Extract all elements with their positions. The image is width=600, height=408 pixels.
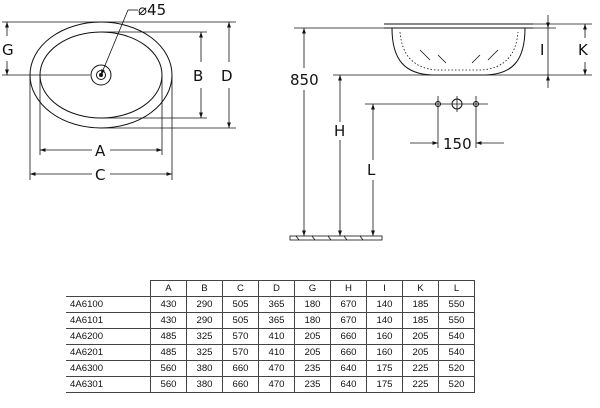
dim-h-label: H	[334, 122, 345, 140]
table-cell: 540	[438, 344, 475, 361]
dim-i-label: I	[540, 41, 544, 59]
table-cell: 540	[438, 328, 475, 345]
table-cell: 175	[366, 360, 403, 377]
drain-outer	[90, 64, 112, 86]
table-header-row: A B C D G H I K L	[66, 280, 475, 297]
side-view: I K 850 H L 150	[289, 15, 592, 241]
table-cell: 485	[150, 344, 187, 361]
table-cell: 225	[402, 376, 439, 393]
table-cell: 550	[438, 312, 475, 329]
table-cell: 430	[150, 296, 187, 313]
table-cell: 140	[366, 296, 403, 313]
floor	[289, 235, 383, 241]
top-view: ⌀45 G B D A C	[2, 1, 236, 184]
table-cell: 205	[294, 344, 331, 361]
table-cell: 290	[186, 296, 223, 313]
table-cell: 160	[366, 344, 403, 361]
table-cell: 640	[330, 376, 367, 393]
model-number: 4A6301	[66, 376, 151, 393]
table-cell: 550	[438, 296, 475, 313]
model-number: 4A6100	[66, 296, 151, 313]
table-cell: 325	[186, 344, 223, 361]
table-cell: 290	[186, 312, 223, 329]
table-cell: 205	[402, 328, 439, 345]
column-header: H	[330, 280, 367, 297]
dim-150-label: 150	[443, 135, 472, 153]
dim-k-label: K	[578, 41, 589, 59]
table-cell: 660	[222, 360, 259, 377]
table-cell: 430	[150, 312, 187, 329]
table-cell: 180	[294, 312, 331, 329]
table-cell: 560	[150, 376, 187, 393]
table-cell: 140	[366, 312, 403, 329]
dim-850-label: 850	[290, 71, 319, 89]
table-cell: 570	[222, 328, 259, 345]
table-cell: 470	[258, 360, 295, 377]
table-cell: 185	[402, 312, 439, 329]
column-header: A	[150, 280, 187, 297]
diameter-label: ⌀45	[138, 1, 166, 19]
table-cell: 670	[330, 296, 367, 313]
table-cell: 235	[294, 360, 331, 377]
table-corner	[66, 280, 151, 297]
model-number: 4A6300	[66, 360, 151, 377]
table-cell: 205	[294, 328, 331, 345]
table-cell: 505	[222, 296, 259, 313]
table-cell: 325	[186, 328, 223, 345]
table-cell: 570	[222, 344, 259, 361]
table-cell: 160	[366, 328, 403, 345]
model-number: 4A6101	[66, 312, 151, 329]
table-cell: 380	[186, 360, 223, 377]
column-header: C	[222, 280, 259, 297]
table-cell: 670	[330, 312, 367, 329]
table-cell: 520	[438, 376, 475, 393]
table-cell: 560	[150, 360, 187, 377]
table-cell: 365	[258, 312, 295, 329]
dim-a-label: A	[95, 142, 106, 160]
table-cell: 640	[330, 360, 367, 377]
column-header: I	[366, 280, 403, 297]
table-cell: 185	[402, 296, 439, 313]
dim-b-label: B	[193, 67, 203, 85]
basin-section	[391, 27, 526, 76]
column-header: L	[438, 280, 475, 297]
table-cell: 410	[258, 344, 295, 361]
table-cell: 365	[258, 296, 295, 313]
dim-c-label: C	[95, 166, 105, 184]
table-cell: 380	[186, 376, 223, 393]
table-cell: 470	[258, 376, 295, 393]
table-cell: 175	[366, 376, 403, 393]
column-header: D	[258, 280, 295, 297]
table-cell: 660	[222, 376, 259, 393]
table-cell: 205	[402, 344, 439, 361]
table-cell: 660	[330, 344, 367, 361]
dim-d-label: D	[221, 67, 233, 85]
column-header: K	[402, 280, 439, 297]
technical-drawing: ⌀45 G B D A C	[2, 1, 592, 241]
table-cell: 520	[438, 360, 475, 377]
table-cell: 225	[402, 360, 439, 377]
table-cell: 180	[294, 296, 331, 313]
table-cell: 485	[150, 328, 187, 345]
table-cell: 505	[222, 312, 259, 329]
column-header: B	[186, 280, 223, 297]
column-header: G	[294, 280, 331, 297]
dim-l-label: L	[367, 161, 376, 179]
table-cell: 235	[294, 376, 331, 393]
model-number: 4A6200	[66, 328, 151, 345]
model-number: 4A6201	[66, 344, 151, 361]
table-cell: 410	[258, 328, 295, 345]
dim-g-label: G	[2, 41, 14, 59]
table-cell: 660	[330, 328, 367, 345]
